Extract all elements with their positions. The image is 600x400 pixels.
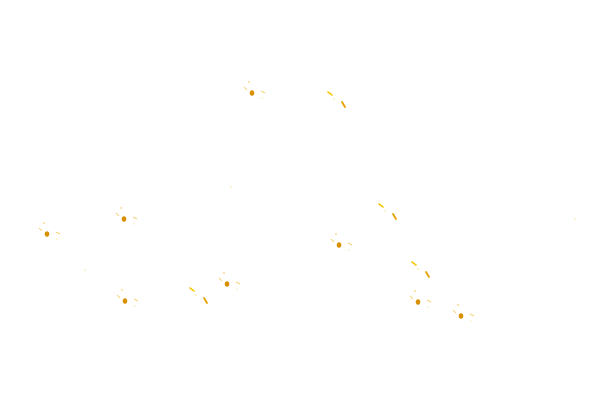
dot-mark	[44, 231, 50, 237]
cluster-15	[574, 218, 576, 220]
speck-mark	[261, 97, 263, 99]
speck-mark	[132, 216, 138, 220]
cluster-4	[38, 222, 61, 240]
speck-mark	[218, 277, 223, 282]
speck-mark	[84, 269, 86, 271]
speck-mark	[260, 90, 266, 94]
speck-mark	[384, 210, 386, 212]
dot-mark	[336, 242, 342, 248]
speck-mark	[417, 268, 419, 270]
dot-mark	[249, 90, 255, 96]
speck-mark	[330, 238, 335, 243]
cluster-1	[243, 81, 266, 99]
streak-mark	[378, 203, 384, 208]
cluster-3	[115, 207, 138, 225]
speck-mark	[195, 294, 197, 296]
cluster-8	[218, 272, 241, 290]
speck-mark	[55, 231, 61, 235]
speck-mark	[426, 299, 432, 303]
speck-mark	[333, 98, 335, 100]
speck-mark	[414, 290, 416, 292]
speck-mark	[115, 212, 120, 217]
speck-mark	[223, 272, 225, 274]
speck-mark	[116, 294, 121, 299]
cluster-2	[327, 91, 346, 108]
speck-mark	[248, 81, 250, 83]
speck-mark	[120, 207, 122, 209]
streak-mark	[327, 91, 333, 96]
streak-mark	[341, 101, 346, 108]
speck-mark	[134, 305, 136, 307]
speck-mark	[243, 86, 248, 91]
speck-mark	[469, 313, 475, 317]
cluster-5	[378, 203, 397, 220]
streak-mark	[411, 261, 417, 266]
speck-mark	[574, 218, 576, 220]
speck-mark	[347, 242, 353, 246]
cluster-14	[84, 269, 86, 271]
speck-mark	[133, 298, 139, 302]
speck-mark	[409, 295, 414, 300]
cluster-9	[189, 287, 208, 304]
speck-mark	[38, 227, 43, 232]
speck-mark	[56, 238, 58, 240]
speck-mark	[230, 186, 232, 188]
dot-mark	[415, 299, 421, 305]
streak-mark	[425, 271, 430, 278]
speck-mark	[470, 320, 472, 322]
speck-mark	[121, 289, 123, 291]
dot-mark	[121, 216, 127, 222]
cluster-13	[230, 186, 232, 188]
dot-mark	[122, 298, 128, 304]
speck-mark	[236, 288, 238, 290]
speck-mark	[427, 306, 429, 308]
speck-mark	[348, 249, 350, 251]
dot-mark	[458, 313, 464, 319]
streak-mark	[392, 213, 397, 220]
cluster-10	[116, 289, 139, 307]
speck-mark	[335, 233, 337, 235]
speck-mark	[457, 304, 459, 306]
mark-clusters	[38, 81, 576, 322]
cluster-7	[411, 261, 430, 278]
cluster-6	[330, 233, 353, 251]
speck-mark	[43, 222, 45, 224]
cluster-12	[452, 304, 475, 322]
cluster-11	[409, 290, 432, 308]
streak-mark	[189, 287, 195, 292]
dot-mark	[224, 281, 230, 287]
streak-mark	[203, 297, 208, 304]
speck-mark	[452, 309, 457, 314]
speck-mark	[133, 223, 135, 225]
speck-mark	[235, 281, 241, 285]
